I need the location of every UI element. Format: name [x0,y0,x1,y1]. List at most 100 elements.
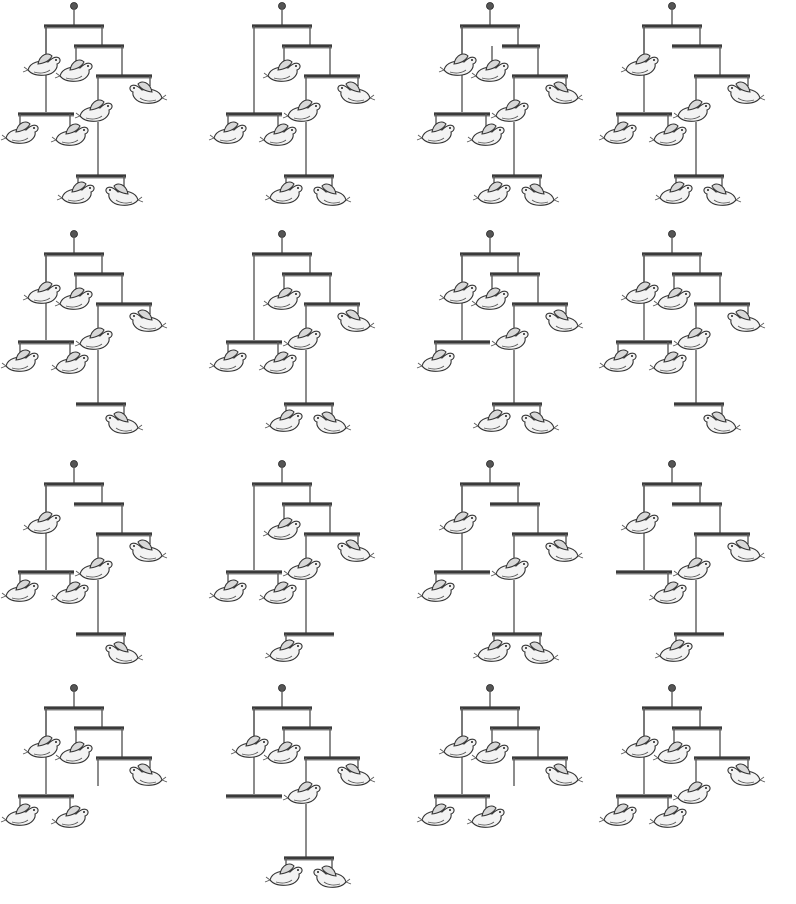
hanger-hook-icon [71,231,78,238]
bird-icon [75,100,112,121]
bird-icon [491,328,528,349]
bird-icon [417,804,454,825]
bird-icon [51,124,88,145]
bird-icon [259,352,296,373]
bird-icon [728,540,765,561]
bird-icon [649,124,686,145]
hanger-hook-icon [71,3,78,10]
bird-icon [417,350,454,371]
hanger-hook-icon [71,685,78,692]
bird-icon [338,764,375,785]
mobile-panel [209,3,375,206]
bird-icon [130,764,167,785]
bird-icon [130,310,167,331]
bird-icon [621,512,658,533]
bird-icon [57,182,94,203]
bird-icon [673,558,710,579]
bird-icon [263,288,300,309]
bird-icon [546,310,583,331]
bird-icon [23,54,60,75]
bird-icon [23,736,60,757]
bird-icon [265,410,302,431]
bird-icon [283,100,320,121]
hanger-hook-icon [279,3,286,10]
bird-icon [599,350,636,371]
bird-icon [522,642,559,663]
mobile-panel [1,461,167,664]
bird-icon [728,82,765,103]
hanger-hook-icon [487,685,494,692]
bird-icon [75,558,112,579]
mobile-panel [417,461,583,664]
bird-icon [439,512,476,533]
bird-icon [265,640,302,661]
bird-icon [314,866,351,887]
bird-icon [23,512,60,533]
hanger-hook-icon [279,231,286,238]
bird-icon [314,184,351,205]
bird-icon [621,282,658,303]
bird-icon [439,282,476,303]
bird-icon [265,864,302,885]
hanger-hook-icon [279,461,286,468]
hanger-hook-icon [669,231,676,238]
bird-icon [704,412,741,433]
bird-icon [471,60,508,81]
bird-icon [655,640,692,661]
bird-icon [106,412,143,433]
bird-icon [75,328,112,349]
bird-icon [209,122,246,143]
bird-icon [673,100,710,121]
hanger-hook-icon [669,461,676,468]
bird-icon [283,328,320,349]
bird-icon [338,82,375,103]
bird-icon [106,642,143,663]
bird-icon [728,310,765,331]
mobile-panel [599,3,765,206]
bird-icon [51,806,88,827]
bird-icon [265,182,302,203]
bird-icon [655,182,692,203]
bird-icon [673,782,710,803]
bird-icon [439,736,476,757]
bird-icon [283,782,320,803]
bird-icon [522,184,559,205]
bird-icon [471,288,508,309]
bird-icon [263,742,300,763]
bird-icon [1,350,38,371]
bird-icon [522,412,559,433]
bird-icon [314,412,351,433]
hanger-hook-icon [487,461,494,468]
mobile-panel [1,685,167,828]
bird-icon [491,100,528,121]
bird-icon [1,580,38,601]
bird-icon [106,184,143,205]
bird-icon [259,124,296,145]
bird-icon [209,580,246,601]
bird-icon [1,122,38,143]
bird-icon [473,640,510,661]
mobile-panel [209,231,375,434]
bird-icon [263,60,300,81]
bird-icon [417,580,454,601]
bird-icon [467,124,504,145]
bird-icon [673,328,710,349]
bird-icon [649,806,686,827]
bird-icon [23,282,60,303]
hanger-hook-icon [279,685,286,692]
bird-icon [55,60,92,81]
bird-icon [439,54,476,75]
mobile-panel [616,461,765,662]
mobile-panel [1,231,167,434]
bird-icon [621,736,658,757]
mobile-panel [417,3,583,206]
bird-icon [259,582,296,603]
bird-icon [231,736,268,757]
bird-icon [653,288,690,309]
bird-icon [704,184,741,205]
bird-icon [130,82,167,103]
bird-icon [649,582,686,603]
bird-icon [491,558,528,579]
bird-icon [471,742,508,763]
bird-icon [621,54,658,75]
